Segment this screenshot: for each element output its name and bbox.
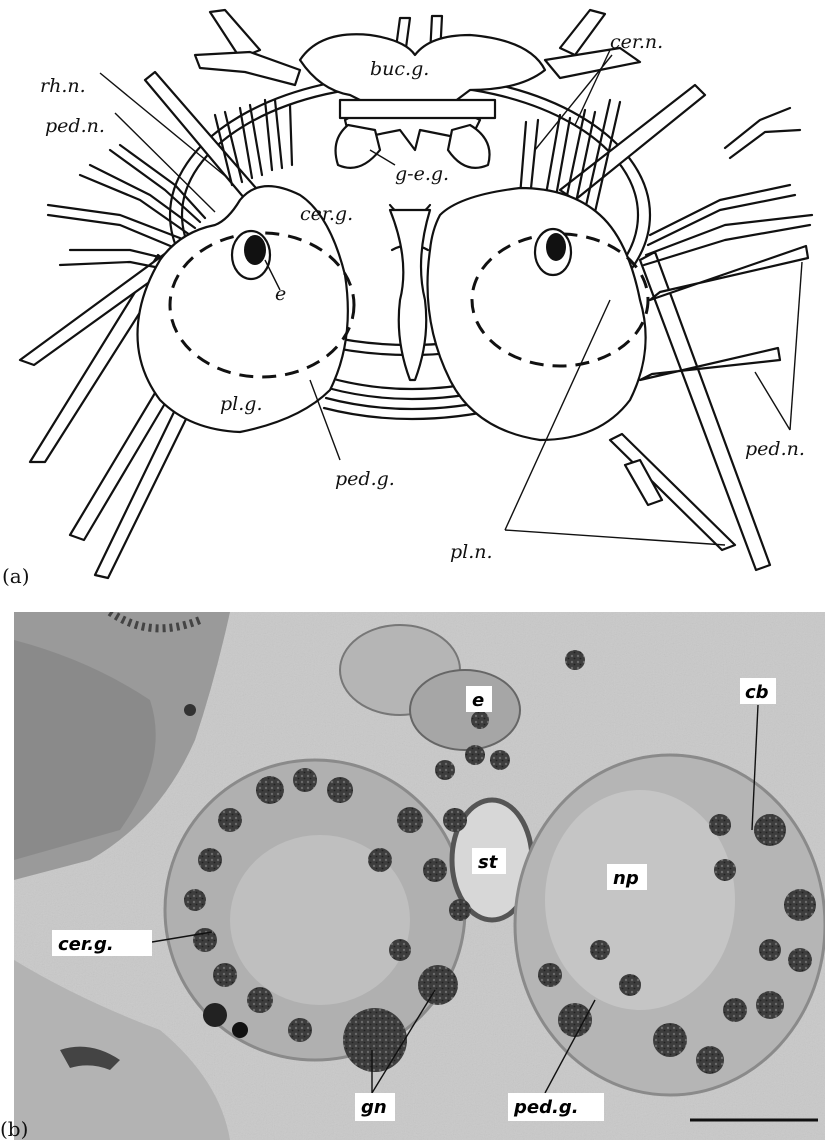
label-b-cer-g: cer.g. [58, 934, 114, 955]
label-rh-n: rh.n. [40, 75, 86, 97]
label-g-e-g: g-e.g. [395, 163, 449, 185]
label-cer-g: cer.g. [300, 203, 353, 225]
label-b-np: np [613, 868, 639, 889]
label-cer-n: cer.n. [610, 31, 663, 53]
right-ganglion-complex [428, 188, 649, 440]
label-b-e: e [472, 690, 484, 711]
label-ped-n-left: ped.n. [45, 115, 105, 137]
label-b-st: st [478, 852, 499, 873]
label-b-gn: gn [361, 1097, 387, 1118]
label-ped-n-right: ped.n. [745, 438, 805, 460]
label-pl-g: pl.g. [220, 393, 262, 415]
label-e: e [275, 283, 286, 305]
label-ped-g: ped.g. [335, 468, 395, 490]
label-pl-n: pl.n. [450, 541, 493, 563]
panel-a-letter: (a) [2, 564, 30, 588]
histology-micrograph [14, 612, 825, 1140]
nerve-ring-drawing [20, 10, 812, 578]
label-b-cb: cb [745, 682, 769, 703]
label-b-ped-g: ped.g. [513, 1097, 579, 1118]
panel-b-letter: (b) [0, 1117, 28, 1140]
label-buc-g: buc.g. [370, 58, 429, 80]
